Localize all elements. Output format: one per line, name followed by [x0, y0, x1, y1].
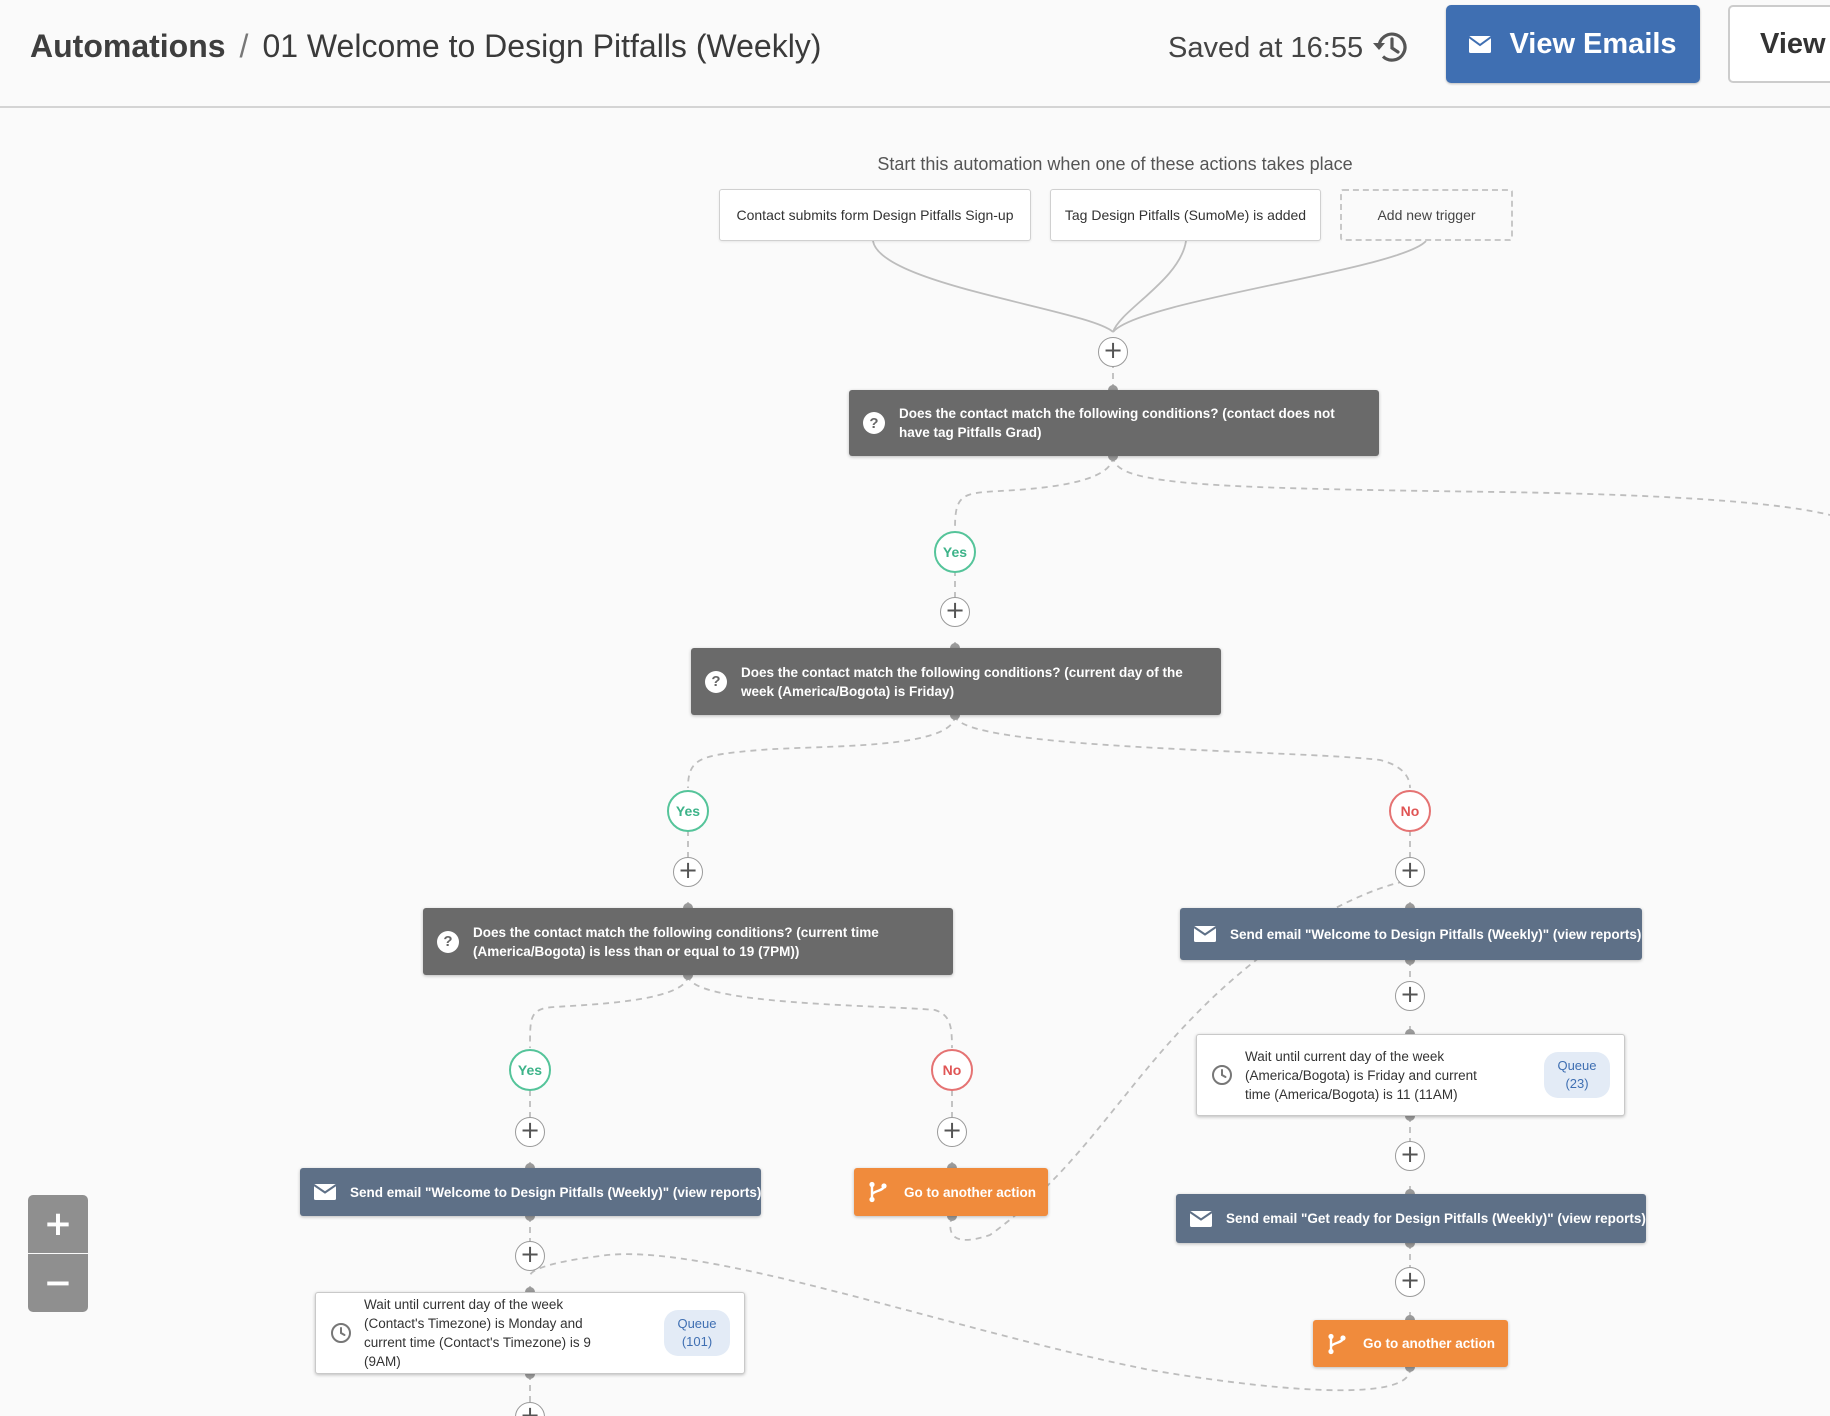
queue-count: (23) — [1565, 1076, 1589, 1091]
condition-node-no-tag[interactable]: ? Does the contact match the following c… — [849, 390, 1379, 456]
condition-label: Does the contact match the following con… — [741, 664, 1183, 699]
envelope-icon — [1194, 926, 1216, 942]
breadcrumb-automations[interactable]: Automations — [30, 28, 226, 64]
go-to-action-node-right[interactable]: Go to another action — [1313, 1320, 1508, 1367]
page-title: 01 Welcome to Design Pitfalls (Weekly) — [262, 28, 822, 64]
add-action-button[interactable]: + — [1395, 1267, 1425, 1297]
add-action-button[interactable]: + — [937, 1117, 967, 1147]
branch-icon — [1328, 1333, 1346, 1354]
zoom-in-button[interactable]: + — [28, 1195, 88, 1253]
branch-yes-badge[interactable]: Yes — [509, 1049, 551, 1091]
wait-node-friday[interactable]: Wait until current day of the week (Amer… — [1196, 1034, 1625, 1116]
automation-canvas[interactable]: Start this automation when one of these … — [0, 110, 1830, 1416]
history-icon[interactable] — [1370, 26, 1412, 68]
branch-yes-badge[interactable]: Yes — [934, 531, 976, 573]
question-icon: ? — [705, 670, 727, 693]
trigger-form-signup[interactable]: Contact submits form Design Pitfalls Sig… — [719, 189, 1031, 241]
zoom-out-button[interactable]: − — [28, 1254, 88, 1312]
add-action-button[interactable]: + — [515, 1402, 545, 1416]
branch-icon — [869, 1181, 887, 1203]
clock-icon — [331, 1323, 351, 1343]
goto-label: Go to another action — [1363, 1336, 1496, 1351]
clock-icon — [1212, 1065, 1232, 1085]
add-action-button[interactable]: + — [673, 857, 703, 887]
queue-label: Queue — [677, 1316, 717, 1331]
envelope-icon — [314, 1184, 336, 1200]
add-action-button[interactable]: + — [515, 1241, 545, 1271]
add-new-trigger-button[interactable]: Add new trigger — [1340, 189, 1513, 241]
add-action-button[interactable]: + — [940, 597, 970, 627]
wait-label: Wait until current day of the week (Amer… — [1245, 1048, 1477, 1102]
queue-count: (101) — [681, 1334, 713, 1349]
add-action-button[interactable]: + — [1098, 337, 1128, 367]
saved-status: Saved at 16:55 — [1168, 32, 1364, 64]
envelope-icon — [1190, 1210, 1212, 1227]
goto-label: Go to another action — [904, 1184, 1037, 1200]
condition-label: Does the contact match the following con… — [899, 406, 1335, 440]
condition-label: Does the contact match the following con… — [473, 924, 879, 959]
queue-badge[interactable]: Queue (101) — [664, 1310, 730, 1356]
branch-no-badge[interactable]: No — [1389, 790, 1431, 832]
condition-node-friday[interactable]: ? Does the contact match the following c… — [691, 648, 1221, 715]
branch-no-badge[interactable]: No — [931, 1049, 973, 1091]
send-email-node-get-ready[interactable]: Send email "Get ready for Design Pitfall… — [1176, 1194, 1646, 1243]
start-instruction: Start this automation when one of these … — [877, 154, 1353, 174]
send-email-node-welcome[interactable]: Send email "Welcome to Design Pitfalls (… — [1180, 908, 1642, 960]
breadcrumb-separator: / — [239, 28, 249, 64]
add-action-button[interactable]: + — [1395, 1141, 1425, 1171]
wait-node-monday[interactable]: Wait until current day of the week (Cont… — [315, 1292, 745, 1374]
email-label: Send email "Get ready for Design Pitfall… — [1226, 1211, 1646, 1226]
question-icon: ? — [437, 930, 459, 953]
send-email-node-welcome-left[interactable]: Send email "Welcome to Design Pitfalls (… — [300, 1168, 761, 1216]
email-label: Send email "Welcome to Design Pitfalls (… — [350, 1184, 762, 1200]
condition-node-time[interactable]: ? Does the contact match the following c… — [423, 908, 953, 975]
wait-label: Wait until current day of the week (Cont… — [364, 1297, 591, 1369]
queue-badge[interactable]: Queue (23) — [1544, 1052, 1610, 1098]
go-to-action-node-left[interactable]: Go to another action — [854, 1168, 1048, 1216]
trigger-tag-added[interactable]: Tag Design Pitfalls (SumoMe) is added — [1050, 189, 1321, 241]
view-emails-button[interactable]: View Emails — [1446, 5, 1700, 83]
header-bar: Automations / 01 Welcome to Design Pitfall… — [0, 0, 1830, 108]
envelope-icon — [1469, 35, 1492, 53]
add-action-button[interactable]: + — [1395, 857, 1425, 887]
add-action-button[interactable]: + — [1395, 981, 1425, 1011]
breadcrumb: Automations / 01 Welcome to Design Pitfall… — [30, 24, 821, 68]
view-emails-label: View Emails — [1509, 27, 1677, 60]
branch-yes-badge[interactable]: Yes — [667, 790, 709, 832]
view-button[interactable]: View — [1728, 5, 1830, 83]
email-label: Send email "Welcome to Design Pitfalls (… — [1230, 926, 1642, 942]
queue-label: Queue — [1557, 1058, 1597, 1073]
question-icon: ? — [863, 412, 885, 434]
add-action-button[interactable]: + — [515, 1117, 545, 1147]
